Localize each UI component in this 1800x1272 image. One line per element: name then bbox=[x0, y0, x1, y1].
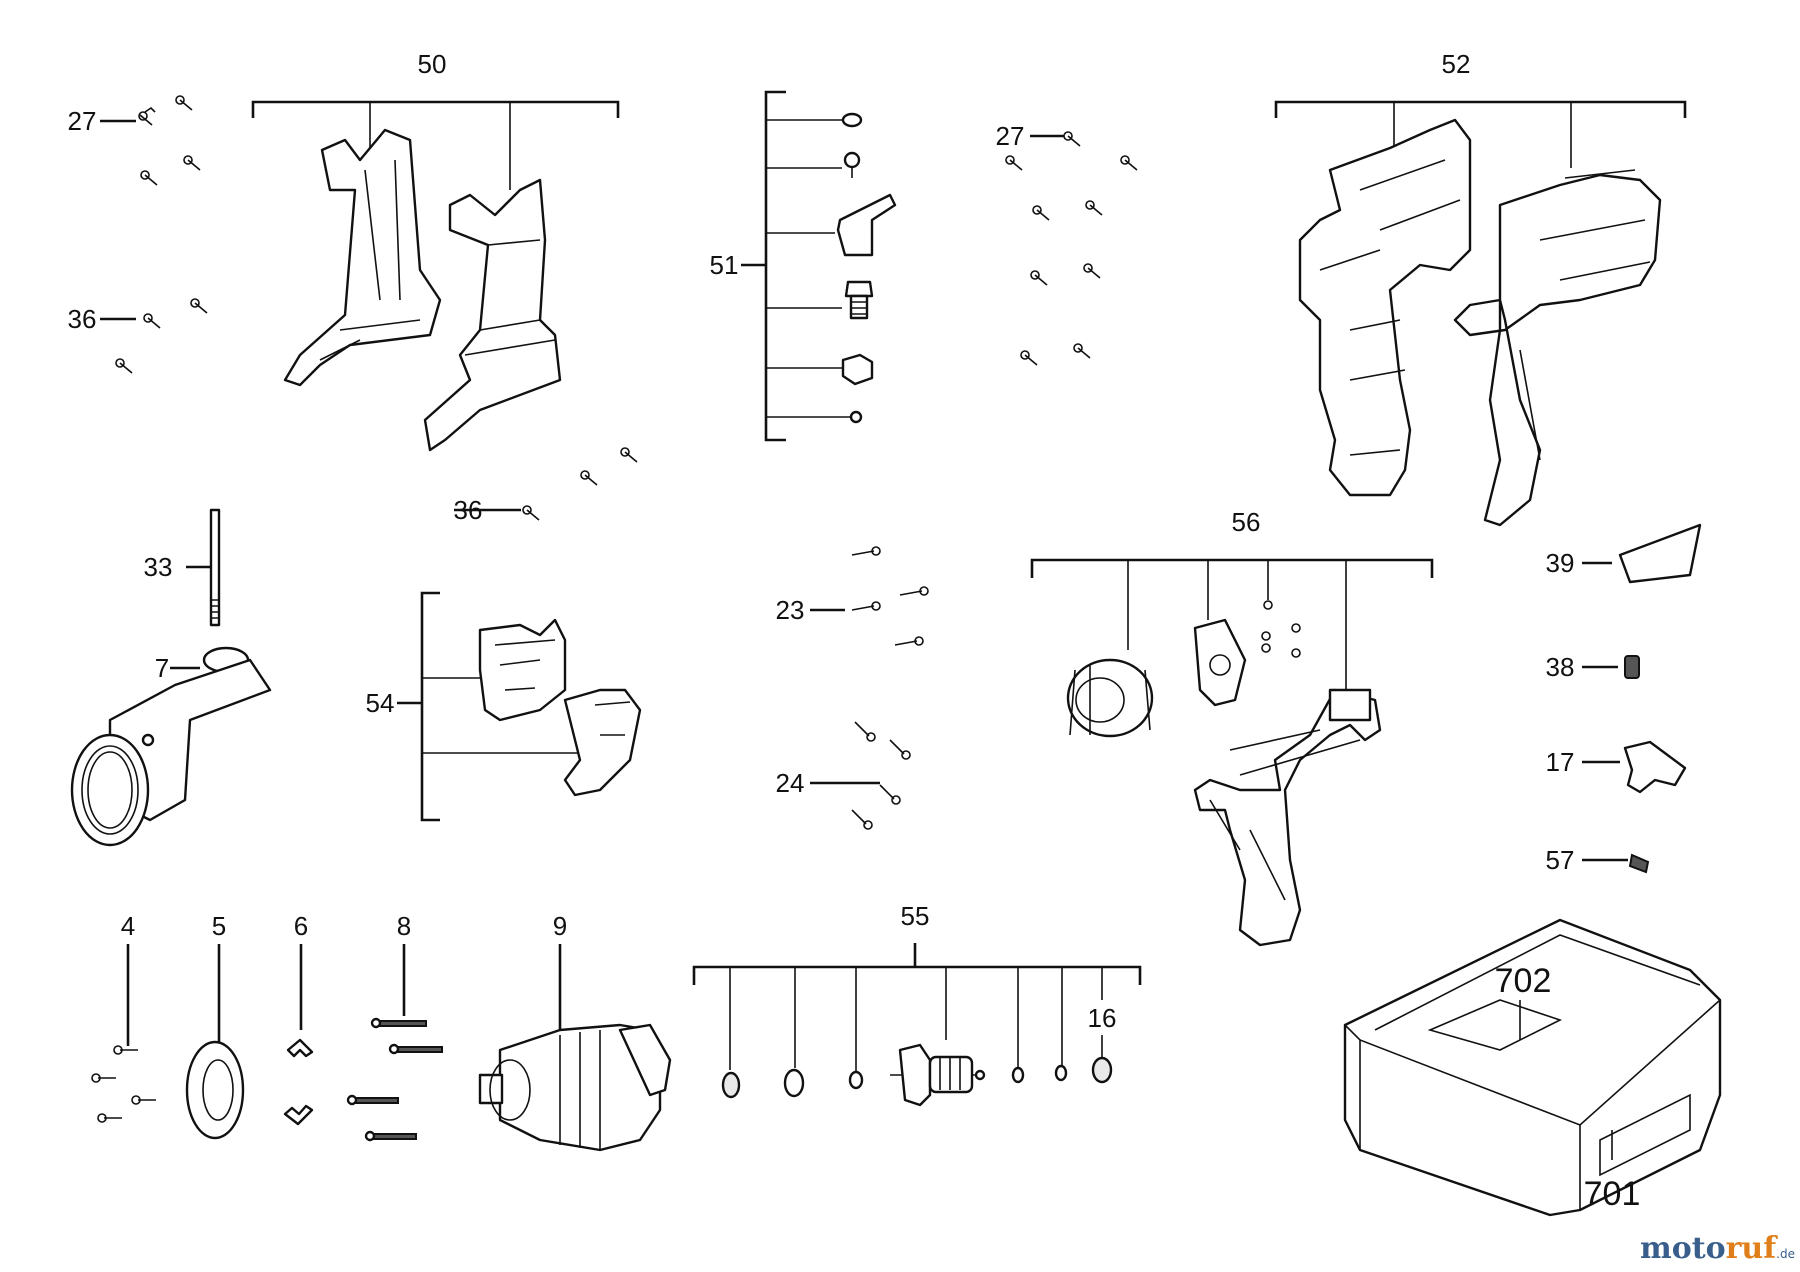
label-17: 17 bbox=[1546, 747, 1575, 777]
svg-text:motoruf.de: motoruf.de bbox=[1640, 1231, 1795, 1266]
ring-1 bbox=[1011, 1066, 1025, 1084]
hex-bolt bbox=[844, 280, 874, 320]
label-6: 6 bbox=[294, 911, 308, 941]
part-57-spring: 57 bbox=[1546, 845, 1650, 875]
label-4: 4 bbox=[121, 911, 135, 941]
board-screws bbox=[1261, 600, 1301, 658]
ring-2 bbox=[1054, 1064, 1068, 1082]
label-5: 5 bbox=[212, 911, 226, 941]
label-57: 57 bbox=[1546, 845, 1575, 875]
lever-knob bbox=[836, 193, 897, 257]
label-36-center: 36 bbox=[454, 495, 483, 525]
group-56: 56 bbox=[1030, 507, 1434, 947]
tiny-screw bbox=[849, 410, 863, 424]
label-51: 51 bbox=[710, 250, 739, 280]
group-51: 51 bbox=[710, 90, 897, 442]
bearing-2 bbox=[783, 1068, 805, 1098]
carry-case: 702 701 bbox=[1343, 918, 1722, 1217]
watermark-brand-a: moto bbox=[1640, 1231, 1726, 1266]
label-56: 56 bbox=[1232, 507, 1261, 537]
small-screw bbox=[843, 151, 861, 178]
label-9: 9 bbox=[553, 911, 567, 941]
label-33: 33 bbox=[144, 552, 173, 582]
part-9-gearbox: 9 bbox=[478, 911, 672, 1152]
part-7-clamp-collar: 7 bbox=[70, 646, 272, 847]
screws-23-24: 23 24 bbox=[776, 546, 929, 830]
cover-lower bbox=[563, 688, 642, 797]
bearing-16 bbox=[1091, 1056, 1113, 1084]
square-nut bbox=[841, 353, 874, 386]
screws-27-36-left: 27 36 bbox=[68, 95, 208, 374]
cover-upper bbox=[478, 618, 567, 722]
label-38: 38 bbox=[1546, 652, 1575, 682]
group-52: 52 bbox=[1274, 49, 1687, 527]
screws-27-right: 27 bbox=[996, 121, 1138, 366]
label-16: 16 bbox=[1088, 1003, 1117, 1033]
washer bbox=[848, 1070, 864, 1090]
screws-36-center: 36 bbox=[454, 447, 638, 525]
label-39: 39 bbox=[1546, 548, 1575, 578]
watermark-tld: .de bbox=[1776, 1247, 1795, 1261]
housing-half-right bbox=[1453, 169, 1662, 527]
handle-half-right bbox=[423, 178, 562, 452]
label-27-left: 27 bbox=[68, 106, 97, 136]
armature bbox=[890, 1043, 986, 1107]
label-55: 55 bbox=[901, 901, 930, 931]
label-36-left: 36 bbox=[68, 304, 97, 334]
label-27-right: 27 bbox=[996, 121, 1025, 151]
label-702: 702 bbox=[1495, 962, 1552, 1000]
group-50: 50 bbox=[251, 49, 620, 452]
label-701: 701 bbox=[1584, 1175, 1641, 1213]
part-8-pins: 8 bbox=[346, 911, 443, 1142]
part-38-spring: 38 bbox=[1546, 652, 1640, 682]
label-7: 7 bbox=[155, 653, 169, 683]
housing-half-left bbox=[1298, 118, 1472, 497]
sensor-board bbox=[1193, 618, 1247, 707]
part-6-clips: 6 bbox=[283, 911, 314, 1126]
switch-assembly bbox=[1193, 688, 1382, 947]
group-55: 55 16 bbox=[692, 901, 1142, 1107]
watermark-logo: motoruf.de bbox=[1640, 1231, 1795, 1266]
part-5-bearing-plate: 5 bbox=[185, 911, 245, 1140]
stator bbox=[1066, 658, 1154, 738]
group-54: 54 bbox=[366, 591, 642, 822]
label-50: 50 bbox=[418, 49, 447, 79]
part-39-label-plate: 39 bbox=[1546, 523, 1702, 584]
label-8: 8 bbox=[397, 911, 411, 941]
label-23: 23 bbox=[776, 595, 805, 625]
part-4-screws: 4 bbox=[91, 911, 156, 1123]
part-33-rod: 33 bbox=[144, 508, 221, 627]
watermark-brand-b: ruf bbox=[1726, 1231, 1779, 1266]
label-52: 52 bbox=[1442, 49, 1471, 79]
label-24: 24 bbox=[776, 768, 805, 798]
label-54: 54 bbox=[366, 688, 395, 718]
handle-half-left bbox=[283, 128, 442, 387]
part-17-lever: 17 bbox=[1546, 740, 1687, 794]
bearing-1 bbox=[721, 1071, 741, 1099]
cap bbox=[841, 112, 863, 128]
